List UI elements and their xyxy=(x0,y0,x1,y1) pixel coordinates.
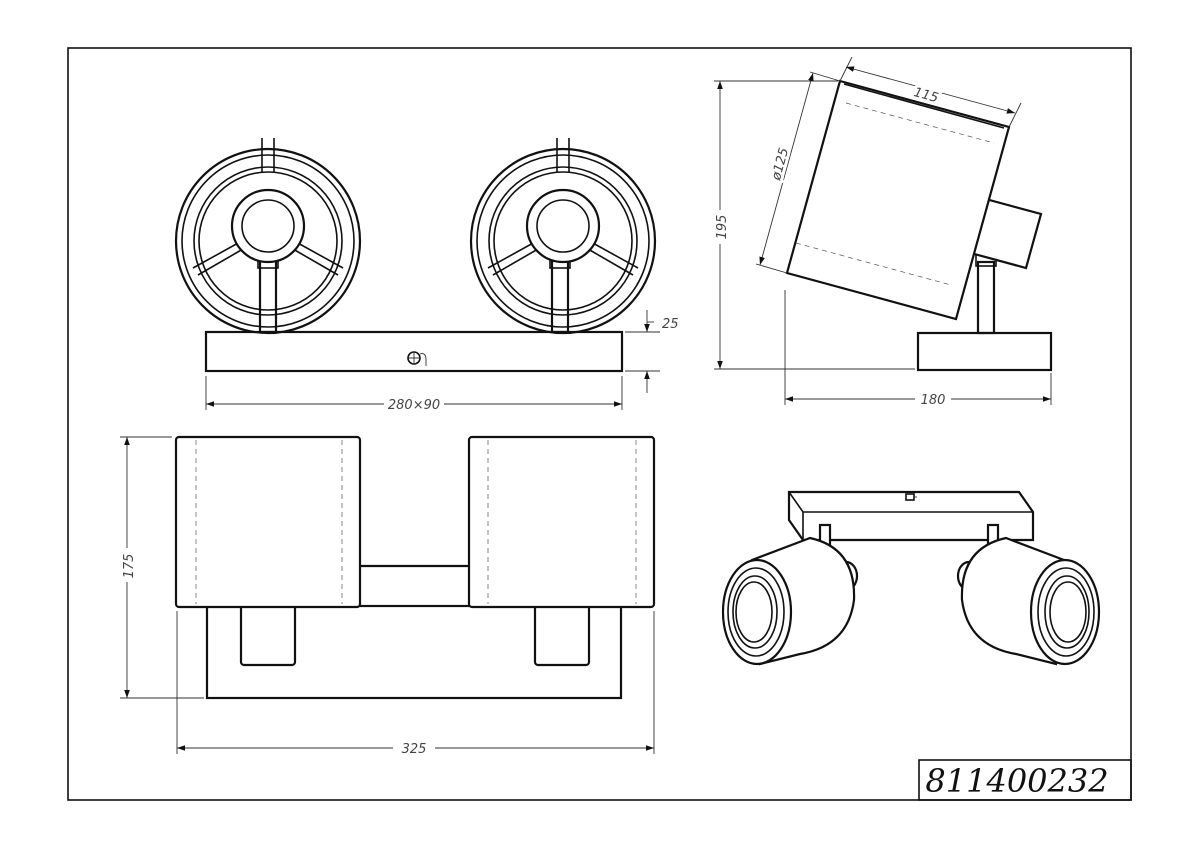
top-base-plate xyxy=(205,604,623,700)
side-depth-label: 180 xyxy=(921,393,946,408)
base-height-label: 25 xyxy=(662,317,679,332)
perspective-view xyxy=(721,490,1101,666)
top-left-shade xyxy=(174,435,362,609)
total-width-label: 325 xyxy=(402,742,427,757)
top-view: 175 325 xyxy=(117,435,656,757)
front-right-spot xyxy=(469,138,657,335)
top-depth-label: 175 xyxy=(122,554,137,579)
drawing-frame xyxy=(67,47,1132,801)
title-block: 811400232 xyxy=(918,759,1132,801)
front-view: 280×90 25 xyxy=(174,138,679,413)
perspective-cable-icon xyxy=(905,493,917,501)
front-left-spot xyxy=(174,138,362,335)
top-right-shade xyxy=(467,435,656,609)
front-base-plate xyxy=(204,330,624,373)
model-number: 811400232 xyxy=(925,762,1108,800)
side-base xyxy=(916,331,1053,372)
base-size-label: 280×90 xyxy=(388,398,440,413)
side-view: 195 180 115 ø125 xyxy=(710,56,1053,408)
cable-entry-icon xyxy=(407,351,427,366)
side-height-label: 195 xyxy=(715,215,730,240)
shade-diameter-label: ø125 xyxy=(769,146,792,183)
